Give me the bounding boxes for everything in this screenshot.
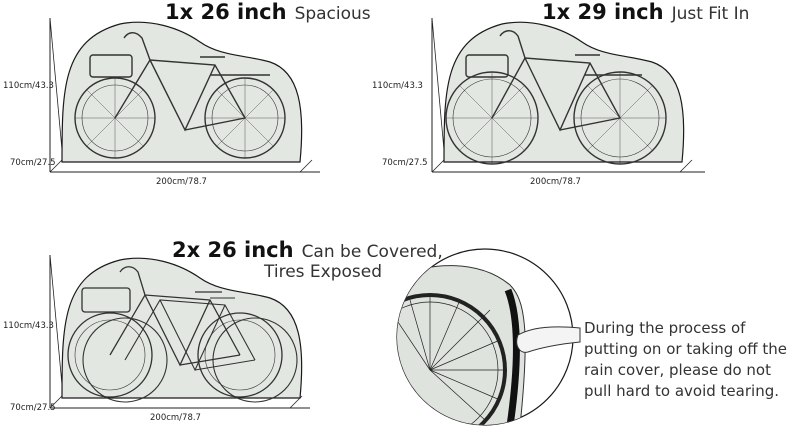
size-label: 1x 26 inch [165,0,287,24]
wheel-closeup [396,248,581,426]
bicycle-cover-illustration [49,254,310,409]
closeup-panel [390,240,581,426]
panel-heading: 2x 26 inch Can be Covered, [172,238,443,262]
bicycle-cover-illustration [431,17,705,173]
width-label: 200cm/78.7 [156,177,207,187]
fit-label: Just Fit In [671,4,750,24]
fit-label-line2: Tires Exposed [264,262,383,282]
height-label: 110cm/43.3 [3,81,54,91]
care-instruction-text: During the process of putting on or taki… [584,319,787,400]
width-label: 200cm/78.7 [150,413,201,423]
panel-heading: 1x 29 inch Just Fit In [542,0,749,24]
fit-label: Can be Covered, [301,242,443,262]
wheel-icon [397,293,507,425]
panel-heading: 1x 26 inch Spacious [165,0,371,24]
bicycle-icon [445,30,667,165]
low-height-label: 70cm/27.5 [382,158,428,168]
hand-icon [516,326,581,353]
bicycle-icon [67,266,283,398]
bicycle-icon [82,297,298,403]
size-label: 1x 29 inch [542,0,664,24]
low-height-label: 70cm/27.5 [10,158,56,168]
low-height-label: 70cm/27.5 [10,403,56,413]
bicycle-cover-illustration [49,17,320,173]
size-label: 2x 26 inch [172,238,294,262]
height-label: 110cm/43.3 [372,81,423,91]
bicycle-icon [74,32,286,159]
height-label: 110cm/43.3 [3,321,54,331]
fit-label: Spacious [294,4,371,24]
width-label: 200cm/78.7 [530,177,581,187]
